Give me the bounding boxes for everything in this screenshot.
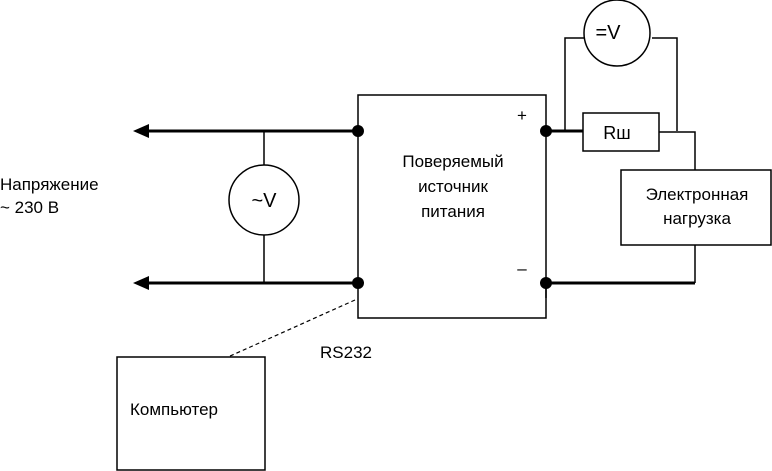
computer-box — [116, 356, 266, 471]
ac-voltmeter-label: ~V — [251, 190, 277, 212]
ac-voltmeter — [228, 164, 300, 236]
terminal-dot — [352, 277, 364, 289]
rs232-link — [227, 299, 356, 358]
rs232-label: RS232 — [320, 343, 372, 362]
mains-label-2: ~ 230 В — [0, 198, 59, 217]
mains-wire-top — [133, 124, 358, 138]
terminal-dot — [352, 125, 364, 137]
shunt-label: Rш — [603, 123, 630, 143]
computer-label: Компьютер — [130, 400, 218, 419]
electronic-load-box — [620, 169, 772, 246]
psu-minus: – — [517, 259, 527, 278]
mains-wire-bottom — [133, 276, 358, 290]
psu-plus: + — [517, 106, 527, 125]
dc-voltmeter-label: =V — [595, 22, 621, 44]
psu-label-3: питания — [421, 202, 485, 221]
load-label-1: Электронная — [646, 185, 749, 204]
psu-label-1: Поверяемый — [402, 152, 503, 171]
psu-label-2: источник — [418, 177, 488, 196]
shunt-resistor — [582, 112, 660, 152]
mains-label-1: Напряжение — [0, 175, 99, 194]
dc-voltmeter — [583, 0, 651, 67]
psu-box — [357, 94, 547, 319]
load-label-2: нагрузка — [663, 209, 731, 228]
